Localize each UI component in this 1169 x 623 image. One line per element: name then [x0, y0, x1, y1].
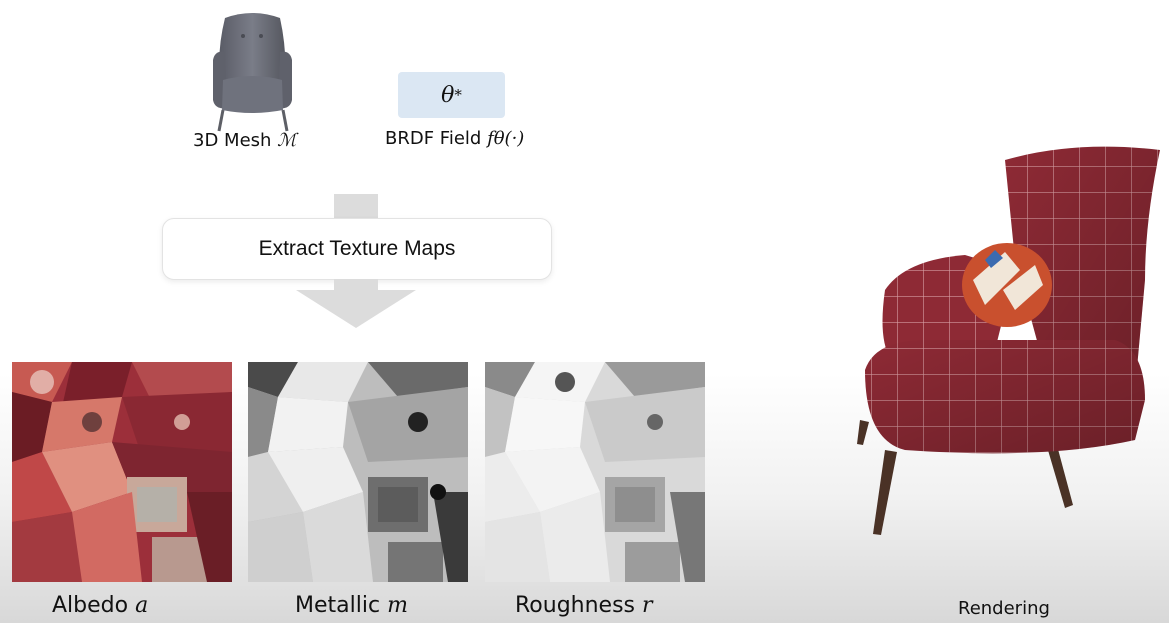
albedo-symbol: a [135, 593, 149, 618]
theta-box: θ* [398, 72, 505, 118]
arrow-shaft-top [334, 194, 378, 220]
metallic-label: Metallic m [295, 593, 408, 618]
rendering-label: Rendering [958, 598, 1050, 619]
brdf-label-text: BRDF Field [385, 128, 488, 149]
roughness-map-image [485, 362, 705, 582]
metallic-label-text: Metallic [295, 593, 388, 618]
theta-symbol: θ [441, 82, 455, 108]
rendering-label-text: Rendering [958, 598, 1050, 619]
arrow-shaft-bottom [334, 279, 378, 291]
roughness-label-text: Roughness [515, 593, 643, 618]
rendered-chair-image [857, 146, 1160, 535]
albedo-label-text: Albedo [52, 593, 136, 618]
metallic-symbol: m [387, 593, 408, 618]
theta-superscript: * [454, 86, 462, 104]
extract-texture-maps-box: Extract Texture Maps [162, 218, 552, 280]
brdf-label: BRDF Field fθ(·) [385, 128, 524, 149]
arrow-down-icon [296, 290, 416, 328]
brdf-symbol: fθ(·) [487, 128, 525, 149]
albedo-label: Albedo a [52, 593, 148, 618]
roughness-label: Roughness r [515, 593, 653, 618]
mesh-label: 3D Mesh ℳ [193, 130, 296, 151]
mesh-label-text: 3D Mesh [193, 130, 278, 151]
mesh-symbol: ℳ [277, 130, 297, 151]
metallic-map-image [248, 362, 468, 582]
mesh-chair-image [213, 13, 292, 132]
roughness-symbol: r [642, 593, 653, 618]
albedo-map-image [12, 362, 232, 582]
extract-label: Extract Texture Maps [258, 237, 456, 260]
